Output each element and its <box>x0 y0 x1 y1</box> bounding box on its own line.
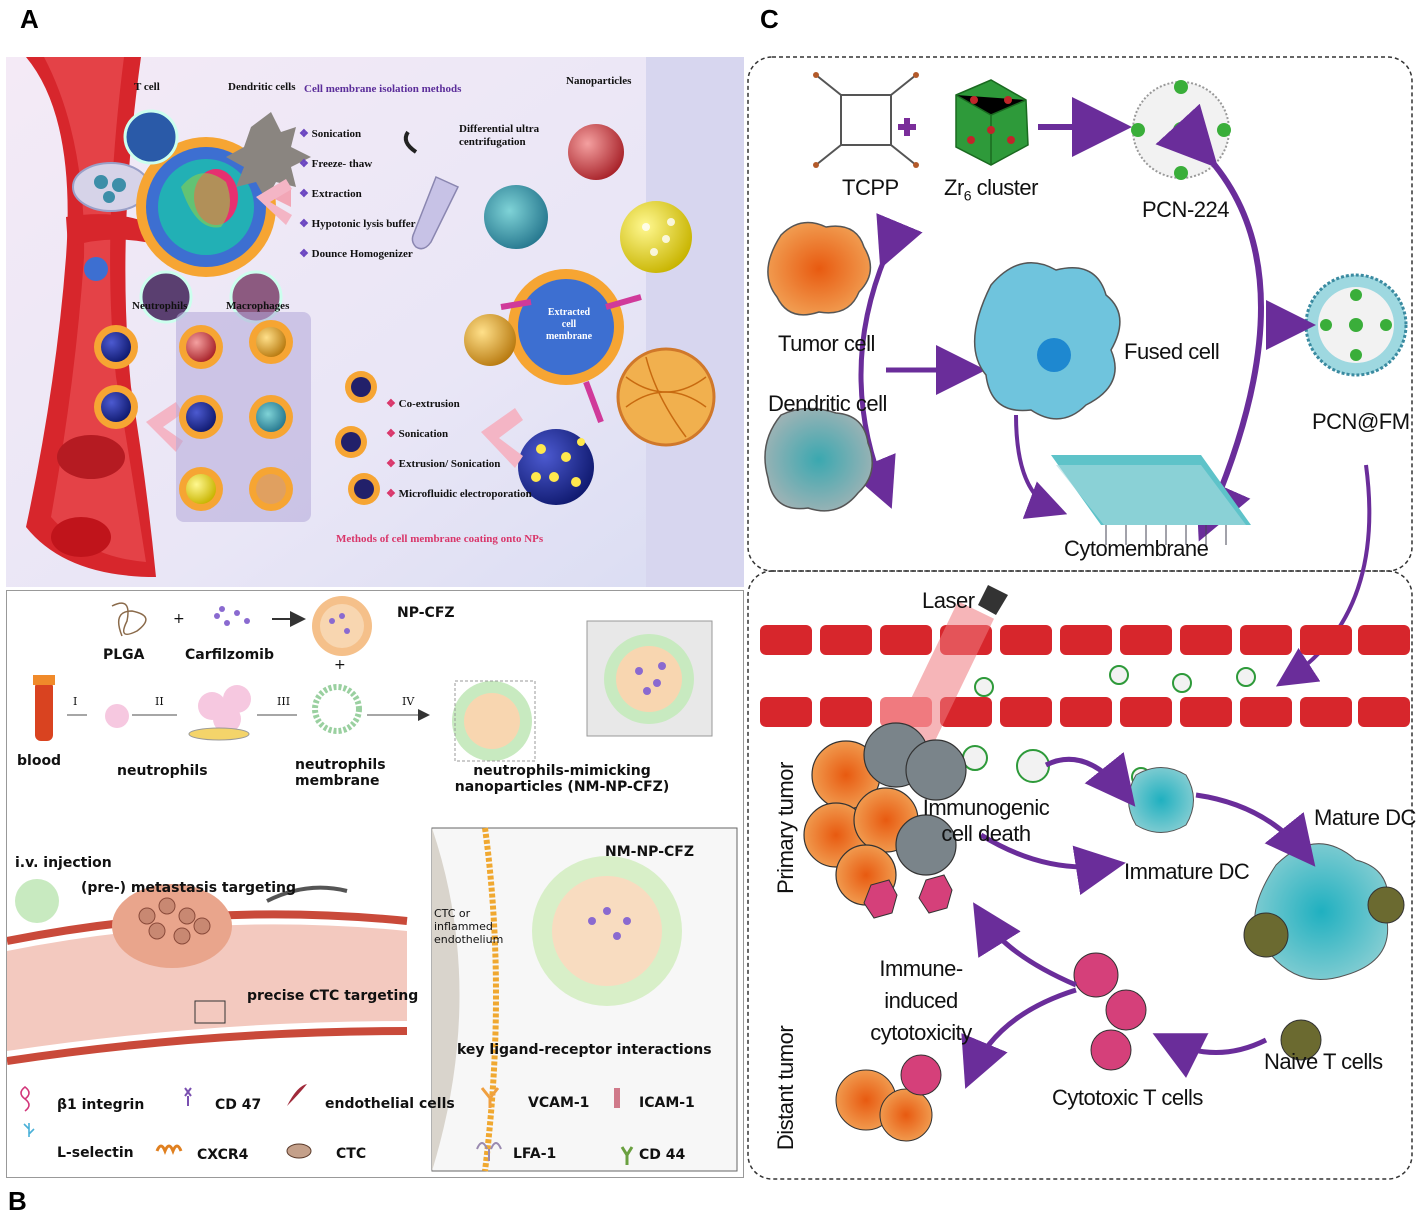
legend-cxcr4: CXCR4 <box>197 1147 249 1163</box>
label-plga: PLGA <box>103 647 145 663</box>
label-t-cell: T cell <box>134 81 160 93</box>
label-immature-dc: Immature DC <box>1124 859 1250 884</box>
label-nm-np-cfz: NM-NP-CFZ <box>605 844 694 860</box>
plus-sign: + <box>173 611 185 627</box>
label-ctc-or: CTC or inflammed endothelium <box>434 907 504 946</box>
panel-c-artwork <box>747 56 1413 1180</box>
panel-label-a: A <box>20 4 39 34</box>
label-cytomembrane: Cytomembrane <box>1064 536 1209 561</box>
label-laser: Laser <box>922 588 975 613</box>
label-tumor-cell: Tumor cell <box>778 331 875 356</box>
label-cytotoxic-t-cells: Cytotoxic T cells <box>1052 1085 1203 1110</box>
label-extracted-membrane: Extracted cell membrane <box>545 307 593 342</box>
label-key-interactions: key ligand-receptor interactions <box>457 1042 712 1058</box>
label-neutrophils-membrane: neutrophils membrane <box>295 757 386 789</box>
legend-icam1: ICAM-1 <box>639 1095 695 1111</box>
label-blood: blood <box>17 753 62 769</box>
label-naive-t-cells: Naive T cells <box>1264 1049 1383 1074</box>
isolation-method: ❖ Extraction <box>299 188 362 200</box>
label-nm-np: neutrophils-mimicking nanoparticles (NM-… <box>454 763 670 795</box>
label-dendritic-cell: Dendritic cell <box>768 391 887 416</box>
label-neutrophils: Neutrophils <box>132 300 188 312</box>
panel-c: TCPP Zr6 cluster PCN-224 Tumor cell Fuse… <box>746 55 1416 1181</box>
label-iv-injection: i.v. injection <box>15 855 112 871</box>
label-centrifugation: Differential ultra centrifugation <box>459 123 540 148</box>
legend-lfa1: LFA-1 <box>513 1146 557 1162</box>
legend-l-selectin: L-selectin <box>57 1145 134 1161</box>
step-1: I <box>73 695 78 708</box>
legend-endothelial: endothelial cells <box>325 1096 455 1112</box>
panel-b-artwork <box>7 596 738 1172</box>
coating-method: ❖ Co-extrusion <box>386 398 460 410</box>
label-pcn224: PCN-224 <box>1142 197 1229 222</box>
step-4: IV <box>402 695 415 708</box>
label-icd: Immunogenic cell death <box>922 795 1050 846</box>
label-distant-tumor: Distant tumor <box>773 1025 799 1151</box>
isolation-method: ❖ Sonication <box>299 128 362 140</box>
coating-title: Methods of cell membrane coating onto NP… <box>336 533 544 545</box>
plus-sign-2: + <box>334 657 346 673</box>
isolation-method: ❖ Freeze- thaw <box>299 158 373 170</box>
label-metastasis: (pre-) metastasis targeting <box>81 880 296 896</box>
panel-b: PLGA + Carfilzomib NP-CFZ + I II III IV … <box>6 590 744 1178</box>
panel-label-c: C <box>760 4 779 34</box>
step-2: II <box>155 695 164 708</box>
coating-method: ❖ Microfluidic electroporation <box>386 488 532 500</box>
label-ctc-targeting: precise CTC targeting <box>247 988 419 1004</box>
legend-ctc: CTC <box>336 1146 367 1162</box>
isolation-title: Cell membrane isolation methods <box>304 83 462 95</box>
label-macrophages: Macrophages <box>226 300 290 312</box>
isolation-method: ❖ Hypotonic lysis buffer <box>299 218 416 230</box>
label-zr6-cluster: Zr6 cluster <box>944 175 1038 204</box>
legend-cd47: CD 47 <box>215 1097 262 1113</box>
step-3: III <box>277 695 291 708</box>
isolation-method: ❖ Dounce Homogenizer <box>299 248 413 260</box>
legend-cd44: CD 44 <box>639 1147 686 1163</box>
label-dendritic-cells: Dendritic cells <box>228 81 296 93</box>
panel-a: T cell Dendritic cells Cell membrane iso… <box>6 57 744 587</box>
panel-label-b: B <box>8 1186 27 1216</box>
panel-a-artwork <box>6 57 744 587</box>
label-nanoparticles: Nanoparticles <box>566 75 632 87</box>
label-fused-cell: Fused cell <box>1124 339 1220 364</box>
legend-b1-integrin: β1 integrin <box>57 1097 145 1113</box>
subscript-6: 6 <box>963 187 972 204</box>
isolation-methods-list: ❖ Sonication ❖ Freeze- thaw ❖ Extraction… <box>299 127 416 277</box>
label-np-cfz: NP-CFZ <box>397 605 455 621</box>
label-neutrophils: neutrophils <box>117 763 208 779</box>
coating-method: ❖ Sonication <box>386 428 449 440</box>
label-pcn-fm: PCN@FM <box>1312 409 1410 434</box>
label-mature-dc: Mature DC <box>1314 805 1416 830</box>
label-immune-induced: Immune-induced cytotoxicity <box>870 956 972 1045</box>
legend-vcam1: VCAM-1 <box>528 1095 590 1111</box>
coating-method: ❖ Extrusion/ Sonication <box>386 458 501 470</box>
coating-methods-list: ❖ Co-extrusion ❖ Sonication ❖ Extrusion/… <box>386 397 532 500</box>
label-tcpp: TCPP <box>842 175 899 200</box>
label-primary-tumor: Primary tumor <box>772 762 798 894</box>
label-carfilzomib: Carfilzomib <box>185 647 274 663</box>
